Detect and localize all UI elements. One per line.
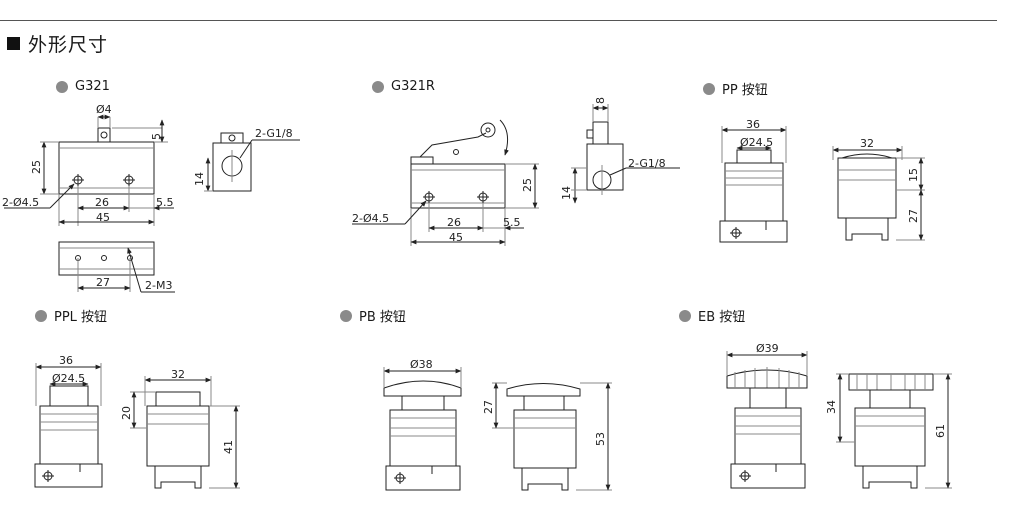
g321r-dim-holes: 2-Ø4.5 bbox=[352, 212, 389, 225]
label-g321: G321 bbox=[56, 79, 110, 94]
eb-front-view bbox=[726, 351, 808, 489]
pb-dim-27: 27 bbox=[482, 400, 495, 414]
ppl-side-view bbox=[130, 376, 240, 489]
g321-dim-port: 2-G1/8 bbox=[255, 127, 293, 140]
pp-dim-27: 27 bbox=[907, 209, 920, 223]
g321-side-view bbox=[204, 132, 300, 192]
bullet-dot-icon bbox=[679, 309, 691, 322]
bullet-dot-icon bbox=[703, 82, 715, 95]
g321-dim-holes: 2-Ø4.5 bbox=[2, 196, 39, 209]
eb-dim-61: 61 bbox=[934, 424, 947, 438]
g321r-side-view bbox=[571, 104, 680, 204]
g321-front-view bbox=[4, 114, 174, 226]
g321r-dim-26: 26 bbox=[447, 216, 461, 229]
g321r-dim-25: 25 bbox=[521, 178, 534, 192]
eb-dim-34: 34 bbox=[825, 400, 838, 414]
g321-dim-m3: 2-M3 bbox=[145, 279, 172, 292]
label-eb: EB 按钮 bbox=[679, 306, 745, 325]
ppl-dim-41: 41 bbox=[222, 440, 235, 454]
pb-side-view bbox=[492, 382, 612, 491]
g321-dim-5: 5 bbox=[150, 133, 163, 140]
label-g321r: G321R bbox=[372, 79, 435, 94]
g321-dim-5.5: 5.5 bbox=[156, 196, 174, 209]
g321-bottom-view bbox=[58, 241, 175, 293]
g321-dim-25: 25 bbox=[30, 160, 43, 174]
g321r-dim-5.5: 5.5 bbox=[503, 216, 521, 229]
g321r-dim-14: 14 bbox=[560, 186, 573, 200]
pb-dim-53: 53 bbox=[594, 432, 607, 446]
ppl-dim-32: 32 bbox=[171, 368, 185, 381]
ppl-front-view bbox=[34, 363, 103, 488]
g321-dim-14: 14 bbox=[193, 172, 206, 186]
g321-dim-45: 45 bbox=[96, 211, 110, 224]
g321r-dim-8: 8 bbox=[594, 97, 607, 104]
bullet-dot-icon bbox=[340, 309, 352, 322]
ppl-dim-d24.5: Ø24.5 bbox=[52, 372, 85, 385]
pp-side-view bbox=[832, 146, 925, 241]
bullet-square-icon bbox=[7, 37, 20, 50]
top-divider bbox=[0, 20, 997, 21]
g321r-front-view bbox=[352, 119, 539, 246]
ppl-dim-20: 20 bbox=[120, 406, 133, 420]
section-title: 外形尺寸 bbox=[28, 34, 109, 56]
eb-side-view bbox=[836, 373, 952, 489]
pp-dim-d24.5: Ø24.5 bbox=[740, 136, 773, 149]
g321-dim-d4: Ø4 bbox=[96, 103, 112, 116]
pp-dim-32: 32 bbox=[860, 137, 874, 150]
label-ppl: PPL 按钮 bbox=[35, 306, 107, 325]
g321-dim-26: 26 bbox=[95, 196, 109, 209]
pp-front-view bbox=[719, 126, 788, 243]
eb-dim-d39: Ø39 bbox=[756, 342, 779, 355]
pb-front-view bbox=[383, 367, 462, 491]
pb-dim-d38: Ø38 bbox=[410, 358, 433, 371]
pp-dim-15: 15 bbox=[907, 168, 920, 182]
label-pb: PB 按钮 bbox=[340, 306, 406, 325]
label-pp: PP 按钮 bbox=[703, 79, 768, 98]
ppl-dim-36: 36 bbox=[59, 354, 73, 367]
pp-dim-36: 36 bbox=[746, 118, 760, 131]
g321r-dim-45: 45 bbox=[449, 231, 463, 244]
bullet-dot-icon bbox=[372, 80, 384, 93]
section-header: 外形尺寸 bbox=[7, 30, 108, 57]
bullet-dot-icon bbox=[56, 80, 68, 93]
bullet-dot-icon bbox=[35, 309, 47, 322]
g321-dim-27: 27 bbox=[96, 276, 110, 289]
g321r-dim-port: 2-G1/8 bbox=[628, 157, 666, 170]
